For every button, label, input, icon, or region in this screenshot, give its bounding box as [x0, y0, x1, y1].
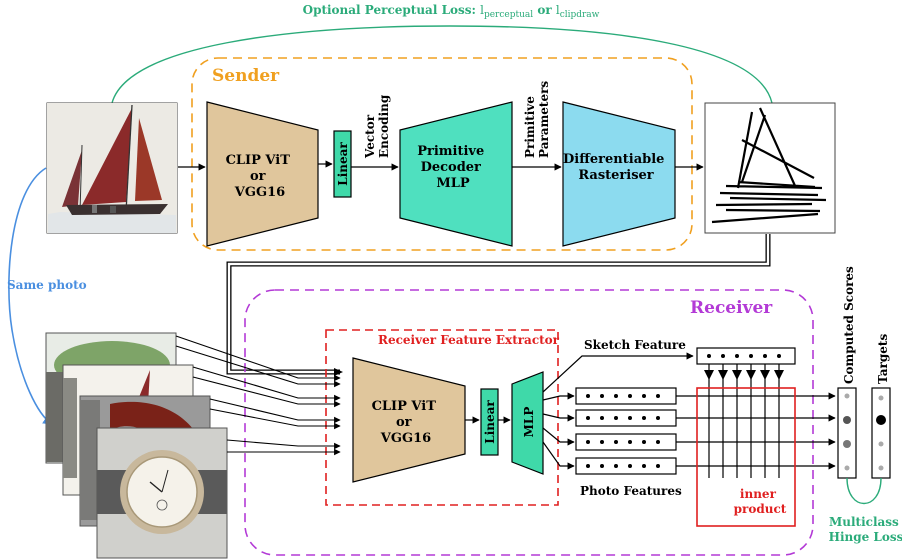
hinge-loss-connector [846, 477, 882, 504]
computed-scores-label: Computed Scores [842, 266, 856, 384]
sender-encoder-label: CLIP ViT or VGG16 [226, 153, 295, 200]
input-photo [46, 102, 178, 234]
photo-feature-arrows [542, 392, 575, 470]
sender-linear-label: Linear [336, 142, 350, 186]
same-photo-arrow [8, 167, 53, 425]
candidate-photo-4 [96, 427, 228, 559]
differentiable-rasteriser [562, 101, 676, 247]
receiver-linear [480, 388, 499, 456]
receiver-encoder [352, 357, 466, 483]
primitive-decoder [399, 101, 513, 247]
vector-encoding-label: Vector Encoding [363, 94, 391, 159]
photo-input-arrows [175, 335, 341, 456]
inner-product-arrowheads [704, 370, 784, 380]
targets-dots [876, 395, 886, 471]
photo-feature-dots [586, 394, 660, 468]
sketch-feature-dots [707, 354, 781, 358]
inner-product-box [696, 387, 796, 527]
sketch-pipe [226, 234, 771, 375]
sender-region [191, 57, 693, 251]
feature-extractor-title: Receiver Feature Extractor [378, 333, 560, 347]
targets-label: Targets [876, 334, 890, 384]
photo-feature-vectors [575, 387, 677, 475]
sender-title: Sender [212, 66, 280, 86]
receiver-encoder-label: CLIP ViT or VGG16 [372, 399, 441, 446]
receiver-title: Receiver [690, 298, 773, 318]
computed-scores-dots [843, 393, 851, 471]
rasteriser-label: Differentiable Rasteriser [563, 152, 669, 183]
targets-column [871, 387, 891, 479]
output-sketch [704, 102, 836, 234]
sketch-feature-vector [696, 347, 796, 365]
hinge-loss-label: Multiclass Hinge Loss [829, 515, 902, 544]
primitive-decoder-label: Primitive Decoder MLP [417, 144, 489, 191]
sender-encoder [206, 101, 319, 247]
optional-loss-label: Optional Perceptual Loss: lperceptual or… [303, 3, 600, 20]
arrow-to-sketch-feature [542, 352, 694, 393]
primitive-parameters-label: Primitive Parameters [523, 81, 551, 158]
sketch-feature-label: Sketch Feature [584, 338, 686, 352]
receiver-mlp-label: MLP [522, 407, 536, 438]
computed-scores-column [837, 387, 857, 479]
receiver-linear-label: Linear [483, 400, 497, 444]
photo-features-label: Photo Features [580, 484, 682, 498]
perceptual-loss-arc [111, 25, 773, 104]
same-photo-label: Same photo [7, 278, 87, 292]
inner-product-grid [676, 364, 836, 478]
sender-linear [333, 130, 352, 198]
receiver-mlp [511, 371, 544, 475]
inner-product-label: inner product [734, 487, 787, 516]
